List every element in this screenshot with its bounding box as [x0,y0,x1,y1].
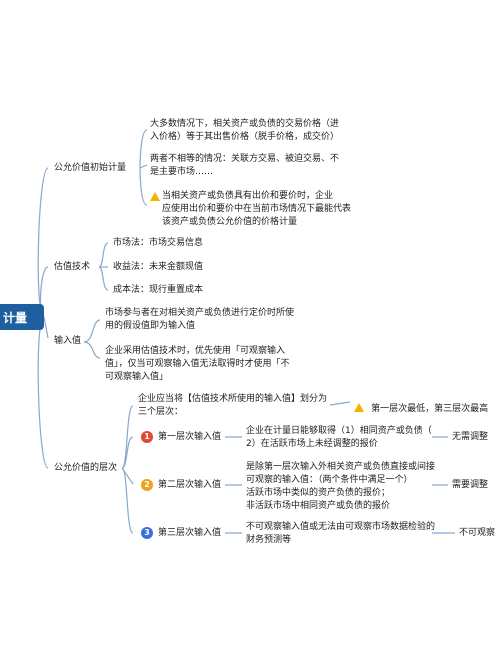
item-unequal-cases: 两者不相等的情况：关联方交易、被迫交易、不 是主要市场…… [150,154,340,177]
branch-inputs: 输入值 [54,336,82,346]
level-1-label: 第一层次输入值 [158,432,222,442]
level-1-desc: 企业在计量日能够取得（1）相同资产或负债（ 2）在活跃市场上未经调整的报价 [246,426,432,449]
level-3-adjustment: 不可观察 [459,528,496,538]
warning-icon [354,403,364,412]
level-2-label: 第二层次输入值 [158,480,222,490]
item-input-priority: 企业采用估值技术时，优先使用「可观察输入 值」，仅当可观察输入值无法取得时才使用… [105,346,290,382]
item-bid-ask: 当相关资产或负债具有出价和要价时，企业 应使用出价和要价中在当前市场情况下最能代… [162,191,352,227]
item-input-definition: 市场参与者在对相关资产或负债进行定价时所使 用的假设值即为输入值 [105,308,295,331]
level-2-desc: 是除第一层次输入外相关资产或负债直接或间接 可观察的输入值：（两个条件中满足一个… [246,462,436,511]
item-cost-approach: 成本法：现行重置成本 [113,285,204,295]
branch-fair-value-hierarchy: 公允价值的层次 [54,463,118,473]
level-3-desc: 不可观察输入值或无法由可观察市场数据检验的 财务预测等 [246,522,436,545]
item-income-approach: 收益法：未来金额现值 [113,262,204,272]
item-market-approach: 市场法：市场交易信息 [113,238,204,248]
level-1-adjustment: 无需调整 [452,432,489,442]
branch-initial-measurement: 公允价值初始计量 [54,163,127,173]
hierarchy-intro: 企业应当将【估值技术所使用的输入值】划分为 三个层次： [138,394,328,417]
warning-icon [150,192,160,201]
hierarchy-note-text: 第一层次最低，第三层次最高 [371,404,489,414]
branch-valuation-techniques: 估值技术 [54,262,91,272]
level-2-badge: 2 [141,479,153,491]
level-2-adjustment: 需要调整 [452,480,489,490]
level-1-badge: 1 [141,431,153,443]
item-transaction-price: 大多数情况下，相关资产或负债的交易价格（进 入价格）等于其出售价格（脱手价格，成… [150,119,340,142]
root-node: 计量 [0,304,44,330]
hierarchy-note: 第一层次最低，第三层次最高 [354,396,488,416]
level-3-label: 第三层次输入值 [158,528,222,538]
level-3-badge: 3 [141,527,153,539]
